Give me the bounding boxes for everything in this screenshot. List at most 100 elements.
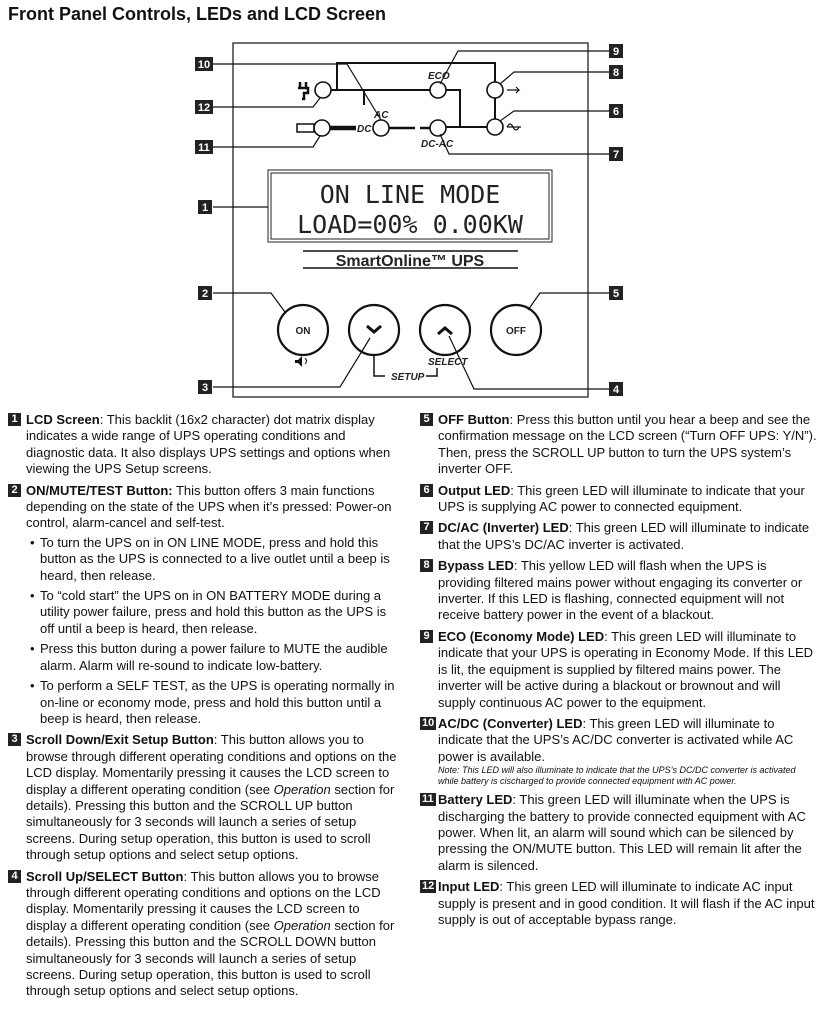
item-text: : This green LED will illuminate when th… bbox=[438, 792, 806, 873]
item-text: This button offers 3 main functions depe… bbox=[26, 482, 392, 531]
item-text: : This backlit (16x2 character) dot matr… bbox=[26, 412, 391, 477]
bullet-item: To turn the UPS on in ON LINE MODE, pres… bbox=[30, 535, 400, 584]
item-text: : This green LED will illuminate to indi… bbox=[438, 628, 814, 710]
on-button[interactable] bbox=[276, 303, 330, 357]
item-text: : This green LED will illuminate to indi… bbox=[438, 520, 810, 552]
callout-6: 6 bbox=[609, 104, 623, 118]
dcac-led bbox=[429, 119, 447, 137]
svg-text:3: 3 bbox=[202, 382, 208, 394]
dc-label: DC bbox=[357, 124, 372, 135]
callout-9: 9 bbox=[609, 44, 623, 58]
item-number: 3 bbox=[8, 733, 21, 747]
chevron-down-icon bbox=[366, 324, 382, 334]
svg-text:10: 10 bbox=[198, 59, 210, 71]
description-item: 12 Input LED: This green LED will illumi… bbox=[420, 879, 818, 928]
smartonline-logo: SmartOnline™ UPS bbox=[336, 253, 485, 270]
acdc-led bbox=[372, 119, 390, 137]
item-number: 7 bbox=[420, 521, 433, 535]
description-item: 7 DC/AC (Inverter) LED: This green LED w… bbox=[420, 520, 818, 553]
page-title: Front Panel Controls, LEDs and LCD Scree… bbox=[8, 4, 387, 24]
off-button[interactable] bbox=[489, 303, 543, 357]
on-label: ON bbox=[296, 326, 311, 337]
item-text: : This green LED will illuminate to indi… bbox=[438, 879, 815, 927]
scroll-up-button[interactable] bbox=[418, 303, 472, 357]
item-number: 2 bbox=[8, 483, 21, 497]
item-number: 9 bbox=[420, 629, 433, 643]
svg-text:1: 1 bbox=[202, 202, 208, 214]
bullet-item: Press this button during a power failure… bbox=[30, 641, 400, 674]
svg-text:11: 11 bbox=[198, 142, 210, 154]
mute-icon bbox=[295, 356, 307, 367]
off-label: OFF bbox=[506, 326, 526, 337]
item-text: : This yellow LED will flash when the UP… bbox=[438, 558, 803, 623]
svg-text:7: 7 bbox=[613, 149, 619, 161]
description-item: 11 Battery LED: This green LED will illu… bbox=[420, 792, 818, 874]
callout-8: 8 bbox=[609, 65, 623, 79]
item-text: : This green LED will illuminate to indi… bbox=[438, 715, 794, 764]
item-text: : This button allows you to browse throu… bbox=[26, 732, 397, 797]
item-number: 4 bbox=[8, 869, 21, 883]
bullet-item: To perform a SELF TEST, as the UPS is op… bbox=[30, 678, 400, 727]
input-led bbox=[314, 81, 332, 99]
item-italic: Operation bbox=[273, 781, 331, 797]
callout-4: 4 bbox=[609, 382, 623, 396]
item-number: 6 bbox=[420, 483, 433, 497]
item-text: : This green LED will illuminate to indi… bbox=[438, 482, 805, 515]
item-text: : Press this button until you hear a bee… bbox=[438, 412, 817, 477]
callout-7: 7 bbox=[609, 147, 623, 161]
svg-text:4: 4 bbox=[613, 384, 620, 396]
callout-3: 3 bbox=[198, 380, 212, 394]
item-title: ECO (Economy Mode) LED bbox=[438, 628, 605, 644]
item-text-2: section for details). Pressing this butt… bbox=[26, 917, 395, 999]
item-title: DC/AC (Inverter) LED bbox=[438, 520, 569, 536]
dcac-label: DC-AC bbox=[421, 139, 454, 150]
item-title: Battery LED bbox=[438, 792, 513, 808]
svg-text:6: 6 bbox=[613, 106, 619, 118]
plug-icon bbox=[298, 82, 310, 101]
svg-text:2: 2 bbox=[202, 288, 208, 300]
svg-text:12: 12 bbox=[198, 102, 210, 114]
item-title: LCD Screen bbox=[26, 412, 100, 427]
panel-outline bbox=[232, 42, 589, 398]
bullet-item: To “cold start” the UPS on in ON BATTERY… bbox=[30, 588, 400, 637]
item-title: AC/DC (Converter) LED bbox=[438, 715, 583, 731]
chevron-up-icon bbox=[437, 326, 453, 336]
right-column: 5 OFF Button: Press this button until yo… bbox=[420, 412, 818, 933]
item-number: 1 bbox=[8, 413, 21, 426]
callout-12: 12 bbox=[195, 100, 213, 114]
bullet-list: To turn the UPS on in ON LINE MODE, pres… bbox=[26, 535, 400, 727]
item-number: 10 bbox=[420, 716, 437, 730]
item-text: : This button allows you to browse throu… bbox=[26, 868, 381, 933]
description-item: 4 Scroll Up/SELECT Button: This button a… bbox=[8, 869, 400, 1000]
callout-leaders bbox=[213, 50, 610, 390]
battery-icon bbox=[296, 123, 315, 133]
item-title: Bypass LED bbox=[438, 558, 514, 574]
description-item: 6 Output LED: This green LED will illumi… bbox=[420, 483, 818, 516]
left-column: 1 LCD Screen: This backlit (16x2 charact… bbox=[8, 412, 400, 1005]
flow-lines bbox=[330, 62, 496, 131]
item-title: Scroll Down/Exit Setup Button bbox=[26, 732, 214, 748]
description-item: 8 Bypass LED: This yellow LED will flash… bbox=[420, 558, 818, 624]
lcd-line-2: LOAD=00% 0.00KW bbox=[297, 210, 524, 239]
item-number: 12 bbox=[420, 880, 437, 894]
bypass-icon bbox=[507, 86, 521, 94]
svg-text:9: 9 bbox=[613, 46, 619, 58]
ac-label: AC bbox=[373, 110, 389, 121]
description-item: 3 Scroll Down/Exit Setup Button: This bu… bbox=[8, 732, 400, 863]
description-item: 2 ON/MUTE/TEST Button: This button offer… bbox=[8, 483, 400, 728]
scroll-down-button[interactable] bbox=[347, 303, 401, 357]
bypass-led bbox=[486, 81, 504, 99]
description-item: 10 AC/DC (Converter) LED: This green LED… bbox=[420, 716, 818, 787]
front-panel-diagram: ECO AC DC DC-AC ON LINE MODE LOAD=00% 0.… bbox=[195, 42, 623, 398]
svg-text:8: 8 bbox=[613, 67, 619, 79]
lcd-line-1: ON LINE MODE bbox=[320, 180, 501, 209]
description-item: 5 OFF Button: Press this button until yo… bbox=[420, 412, 818, 478]
item-title: Input LED bbox=[438, 879, 500, 895]
lcd-screen bbox=[267, 169, 553, 243]
callout-2: 2 bbox=[198, 286, 212, 300]
item-note: Note: This LED will also illuminate to i… bbox=[438, 765, 796, 787]
battery-led bbox=[313, 119, 331, 137]
callout-1: 1 bbox=[198, 200, 212, 214]
sine-wave-icon bbox=[506, 123, 521, 131]
item-italic: Operation bbox=[273, 917, 331, 933]
